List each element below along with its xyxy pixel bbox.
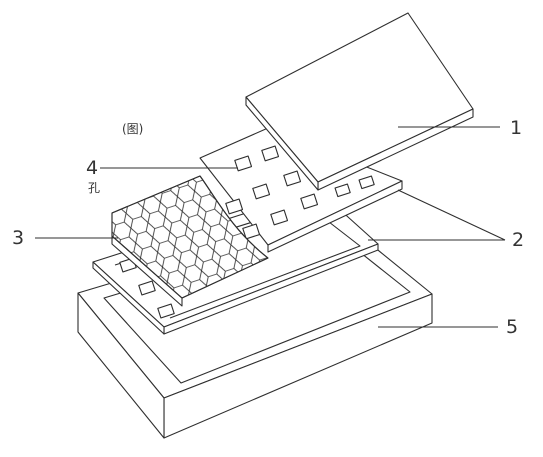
leader-line-2a bbox=[397, 189, 506, 241]
base-block-side bbox=[77, 292, 165, 439]
lower-hole bbox=[138, 280, 156, 296]
upper-hole bbox=[270, 209, 289, 226]
upper-hole bbox=[225, 198, 244, 215]
lower-frame-side bbox=[92, 261, 165, 335]
figure-caption: (图) bbox=[122, 122, 143, 136]
label-honeycomb-layer: 3 bbox=[12, 227, 24, 249]
top-plate-side bbox=[245, 96, 319, 191]
upper-hole bbox=[252, 183, 271, 200]
upper-hole bbox=[300, 193, 319, 210]
upper-hole bbox=[283, 170, 302, 187]
label-top-plate: 1 bbox=[510, 117, 522, 139]
label-hole-character: 孔 bbox=[88, 181, 100, 195]
upper-hole bbox=[358, 175, 375, 190]
label-mold-frame: 2 bbox=[512, 229, 524, 251]
lower-hole bbox=[157, 303, 175, 319]
upper-hole bbox=[261, 145, 280, 162]
label-base-block: 5 bbox=[506, 316, 518, 338]
upper-plate-front bbox=[267, 180, 403, 253]
honeycomb-outline bbox=[111, 175, 269, 299]
upper-hole bbox=[334, 183, 351, 198]
upper-hole bbox=[242, 223, 261, 240]
upper-hole bbox=[234, 155, 253, 172]
mold-frame-upper bbox=[199, 127, 403, 253]
top-plate bbox=[245, 12, 474, 191]
label-hole: 4 bbox=[86, 157, 98, 179]
